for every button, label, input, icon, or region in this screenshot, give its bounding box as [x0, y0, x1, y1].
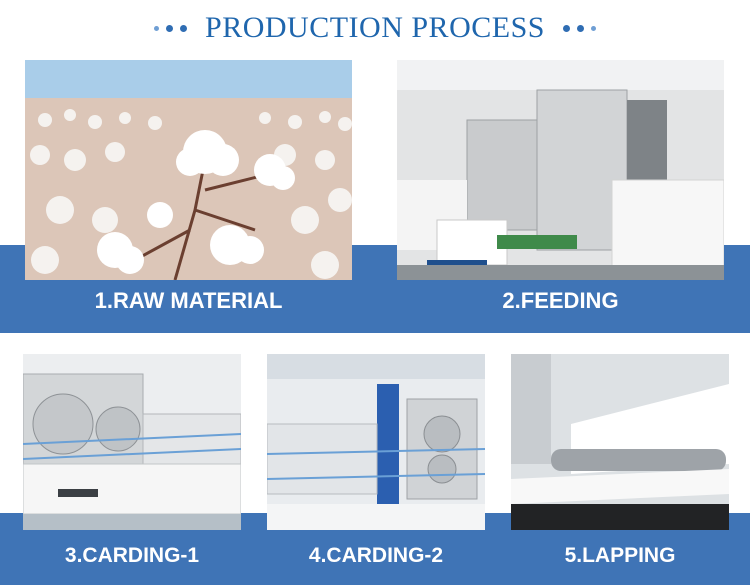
- lapping-photo: [511, 354, 729, 530]
- raw-material-photo: [25, 60, 352, 280]
- step-label-lapping: 5.LAPPING: [564, 544, 676, 567]
- dot-icon: [180, 24, 188, 32]
- carding-machine-2-illustration: [267, 354, 485, 530]
- page-title: PRODUCTION PROCESS: [205, 11, 545, 44]
- feeding-photo: [397, 60, 724, 280]
- dot-icon: [166, 24, 174, 32]
- step-label-raw-material: 1.RAW MATERIAL: [94, 288, 283, 313]
- step-label-carding-1: 3.CARDING-1: [64, 544, 200, 567]
- carding-machine-1-illustration: [23, 354, 241, 530]
- page-header: PRODUCTION PROCESS: [0, 0, 750, 56]
- right-dot-decoration: [562, 24, 596, 32]
- lapping-machine-illustration: [511, 354, 729, 530]
- dot-icon: [154, 25, 160, 31]
- dot-icon: [562, 24, 570, 32]
- dot-icon: [590, 25, 596, 31]
- carding-2-photo: [267, 354, 485, 530]
- left-dot-decoration: [154, 24, 188, 32]
- carding-1-photo: [23, 354, 241, 530]
- step-label-feeding: 2.FEEDING: [502, 288, 619, 313]
- dot-icon: [576, 24, 584, 32]
- feeding-machine-illustration: [397, 60, 724, 280]
- step-label-carding-2: 4.CARDING-2: [308, 544, 444, 567]
- cotton-field-illustration: [25, 60, 352, 280]
